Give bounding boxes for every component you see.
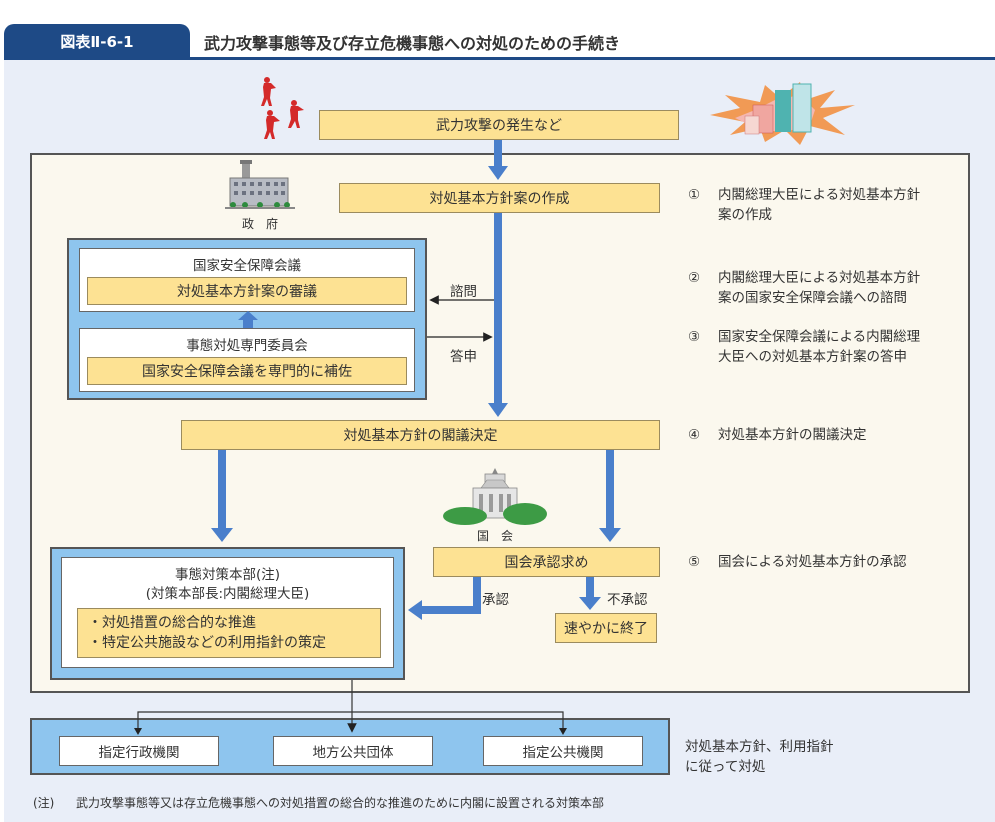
step-2: ② 内閣総理大臣による対処基本方針案の国家安全保障会議への諮問 bbox=[688, 268, 920, 308]
step-text: 案の作成 bbox=[718, 207, 772, 223]
agencies-note-line: に従って対処 bbox=[685, 759, 766, 775]
hq-box: 事態対策本部(注) (対策本部長:内閣総理大臣) ・対処措置の総合的な推進 ・特… bbox=[61, 557, 394, 668]
nsc-box: 国家安全保障会議 対処基本方針案の審議 bbox=[79, 248, 415, 312]
rejected-label: 不承認 bbox=[607, 592, 648, 608]
step-3: ③ 国家安全保障会議による内閣総理大臣への対処基本方針案の答申 bbox=[688, 327, 920, 367]
step-number: ② bbox=[688, 270, 701, 286]
committee-box: 事態対処専門委員会 国家安全保障会議を専門的に補佐 bbox=[79, 328, 415, 392]
figure-number-tab: 図表Ⅱ-6-1 bbox=[4, 24, 190, 58]
step-1: ① 内閣総理大臣による対処基本方針案の作成 bbox=[688, 185, 920, 225]
hq-task-item: ・対処措置の総合的な推進 bbox=[88, 615, 256, 631]
step-text: 内閣総理大臣による対処基本方針 bbox=[718, 187, 921, 203]
step-text: 対処基本方針の閣議決定 bbox=[718, 427, 867, 443]
step-text: 内閣総理大臣による対処基本方針 bbox=[718, 270, 921, 286]
figure-number: 図表Ⅱ-6-1 bbox=[60, 32, 134, 51]
title-rule bbox=[4, 57, 995, 60]
diet-label: 国 会 bbox=[476, 528, 513, 543]
draft-policy-box: 対処基本方針案の作成 bbox=[339, 183, 660, 213]
burning-buildings-icon bbox=[705, 80, 865, 150]
step-number: ③ bbox=[688, 329, 701, 345]
nsc-title: 国家安全保障会議 bbox=[193, 258, 301, 274]
agency-box: 地方公共団体 bbox=[273, 736, 433, 766]
nsc-task: 対処基本方針案の審議 bbox=[87, 277, 407, 305]
step-text: 大臣への対処基本方針案の答申 bbox=[718, 349, 907, 365]
agencies-note: 対処基本方針、利用指針 に従って対処 bbox=[685, 737, 834, 777]
step-number: ④ bbox=[688, 427, 701, 443]
diet-approval-request-box: 国会承認求め bbox=[433, 547, 660, 577]
hq-title: 事態対策本部(注) bbox=[174, 567, 281, 583]
consult-label: 諮問 bbox=[450, 284, 477, 300]
hq-tasks: ・対処措置の総合的な推進 ・特定公共施設などの利用指針の策定 bbox=[77, 608, 381, 658]
committee-title: 事態対処専門委員会 bbox=[186, 338, 308, 354]
step-number: ① bbox=[688, 187, 701, 203]
step-5: ⑤ 国会による対処基本方針の承認 bbox=[688, 552, 907, 572]
committee-task-label: 国家安全保障会議を専門的に補佐 bbox=[142, 364, 352, 380]
report-label: 答申 bbox=[450, 349, 477, 365]
agency-label: 指定行政機関 bbox=[98, 745, 180, 761]
attack-occurs-label: 武力攻撃の発生など bbox=[436, 118, 562, 134]
footnote-mark: (注) bbox=[33, 796, 55, 810]
nsc-task-label: 対処基本方針案の審議 bbox=[177, 284, 317, 300]
soldiers-icon bbox=[258, 72, 308, 144]
committee-task: 国家安全保障会議を専門的に補佐 bbox=[87, 357, 407, 385]
agency-label: 指定公共機関 bbox=[522, 745, 604, 761]
step-text: 案の国家安全保障会議への諮問 bbox=[718, 290, 907, 306]
diet-building-icon bbox=[443, 468, 547, 526]
draft-policy-label: 対処基本方針案の作成 bbox=[429, 191, 570, 207]
government-building-icon bbox=[225, 160, 295, 212]
approved-label: 承認 bbox=[482, 592, 509, 608]
hq-task-item: ・特定公共施設などの利用指針の策定 bbox=[88, 635, 326, 651]
government-label: 政 府 bbox=[241, 216, 278, 231]
agency-box: 指定公共機関 bbox=[483, 736, 643, 766]
attack-occurs-box: 武力攻撃の発生など bbox=[319, 110, 679, 140]
diet-approval-request-label: 国会承認求め bbox=[504, 555, 589, 571]
diagram-title: 武力攻撃事態等及び存立危機事態への対処のための手続き bbox=[204, 34, 621, 53]
agency-box: 指定行政機関 bbox=[59, 736, 219, 766]
footnote-text: 武力攻撃事態等又は存立危機事態への対処措置の総合的な推進のために内閣に設置される… bbox=[76, 796, 605, 810]
cabinet-decision-label: 対処基本方針の閣議決定 bbox=[343, 428, 498, 444]
agency-label: 地方公共団体 bbox=[312, 745, 394, 761]
agencies-note-line: 対処基本方針、利用指針 bbox=[685, 739, 834, 755]
terminate-box: 速やかに終了 bbox=[555, 613, 657, 643]
step-number: ⑤ bbox=[688, 554, 701, 570]
cabinet-decision-box: 対処基本方針の閣議決定 bbox=[181, 420, 660, 450]
footnote: (注) 武力攻撃事態等又は存立危機事態への対処措置の総合的な推進のために内閣に設… bbox=[33, 794, 604, 811]
terminate-label: 速やかに終了 bbox=[564, 621, 648, 637]
step-4: ④ 対処基本方針の閣議決定 bbox=[688, 425, 867, 445]
hq-subtitle: (対策本部長:内閣総理大臣) bbox=[145, 586, 310, 602]
step-text: 国家安全保障会議による内閣総理 bbox=[718, 329, 921, 345]
step-text: 国会による対処基本方針の承認 bbox=[718, 554, 907, 570]
